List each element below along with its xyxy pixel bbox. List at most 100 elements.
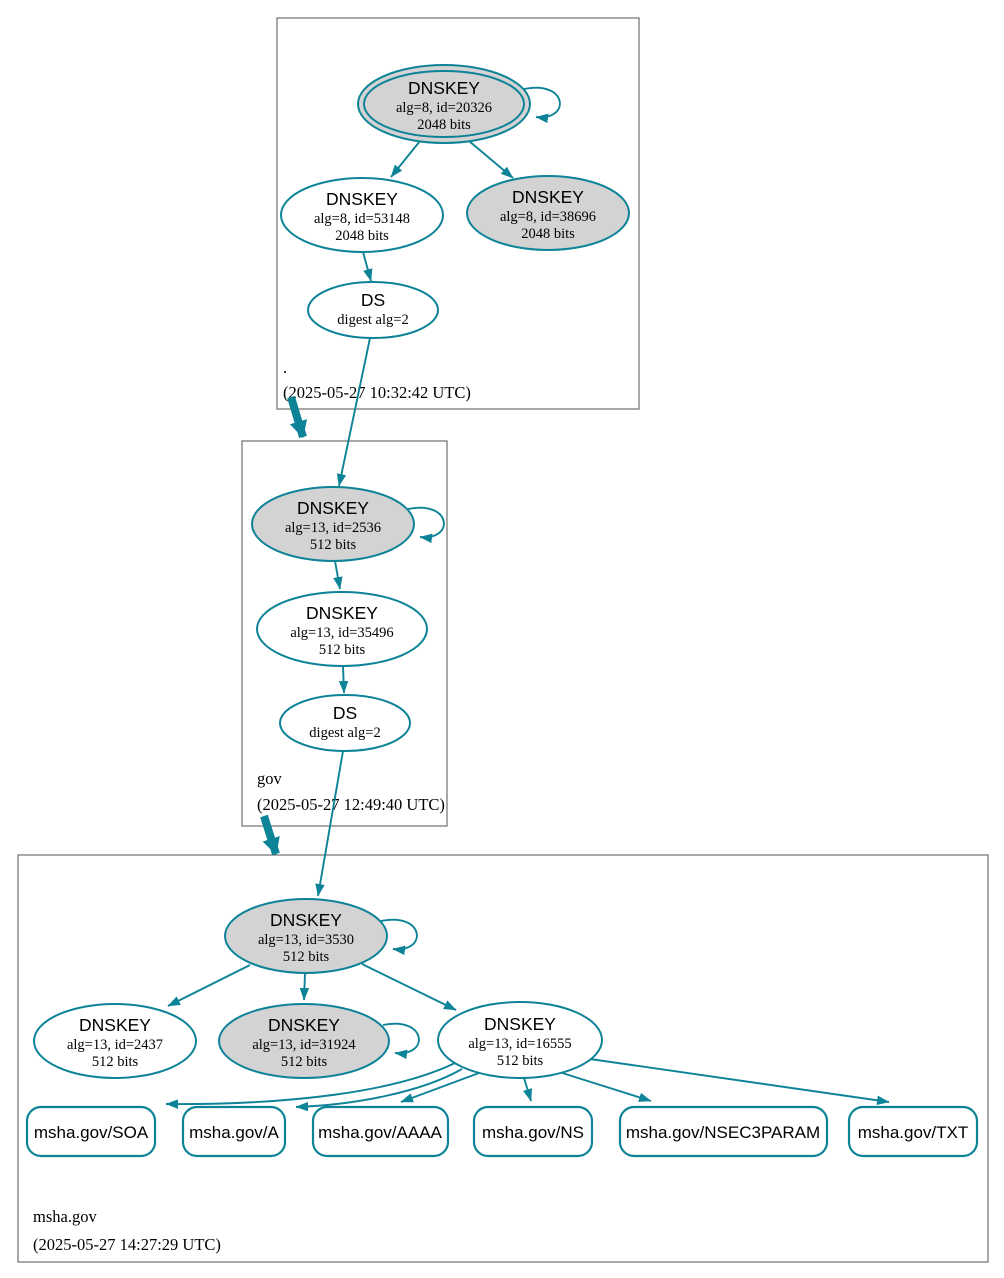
node-gov-zsk: DNSKEY alg=13, id=35496 512 bits <box>256 591 428 667</box>
rrset-a: msha.gov/A <box>181 1105 287 1158</box>
rrset-a-box <box>181 1105 287 1158</box>
rrset-txt-box <box>847 1105 979 1158</box>
node-msha-ksk: DNSKEY alg=13, id=3530 512 bits <box>224 898 388 974</box>
edge-root-zsk-to-root-ds <box>362 251 373 282</box>
gov-zsk-bits: 512 bits <box>319 642 366 658</box>
edge-root-ds-to-gov-ksk <box>336 337 371 487</box>
root-ksk-old-detail: alg=8, id=38696 <box>500 209 596 225</box>
root-zsk-type: DNSKEY <box>326 189 398 209</box>
rrset-soa: msha.gov/SOA <box>25 1105 157 1158</box>
msha-key-2437-type: DNSKEY <box>79 1015 151 1035</box>
self-sign-loop-gov-ksk <box>407 506 445 544</box>
self-sign-loop-key-31924 <box>382 1022 420 1060</box>
gov-zsk-type: DNSKEY <box>306 603 378 623</box>
rrset-soa-label: msha.gov/SOA <box>34 1123 149 1142</box>
delegation-arrow-root-to-gov <box>287 395 308 439</box>
root-zsk-detail: alg=8, id=53148 <box>314 211 410 227</box>
rrset-nodes: msha.gov/SOA msha.gov/A msha.gov/AAAA ms… <box>25 1105 979 1158</box>
zone-timestamp-msha: (2025-05-27 14:27:29 UTC) <box>33 1235 221 1254</box>
zone-box-gov <box>241 440 448 827</box>
delegation-arrow-gov-to-msha <box>260 814 280 856</box>
rrset-txt-label: msha.gov/TXT <box>858 1123 969 1142</box>
root-ksk-detail: alg=8, id=20326 <box>396 100 492 116</box>
edge-gov-ksk-to-gov-zsk <box>333 560 343 590</box>
msha-key-31924-type: DNSKEY <box>268 1015 340 1035</box>
msha-key-31924-ellipse <box>218 1003 390 1079</box>
zone-label-gov: gov <box>257 769 283 788</box>
gov-zsk-detail: alg=13, id=35496 <box>290 625 393 641</box>
gov-ksk-detail: alg=13, id=2536 <box>285 520 381 536</box>
msha-key-31924-detail: alg=13, id=31924 <box>252 1037 356 1053</box>
edge-root-ksk-to-root-ksk-old <box>468 140 514 179</box>
graph-edges <box>165 86 890 1112</box>
msha-ksk-type: DNSKEY <box>270 910 342 930</box>
gov-ds-detail: digest alg=2 <box>309 725 380 741</box>
msha-key-16555-ellipse <box>437 1001 603 1079</box>
node-msha-key-2437: DNSKEY alg=13, id=2437 512 bits <box>33 1003 197 1079</box>
root-zsk-ellipse <box>280 177 444 253</box>
gov-zsk-ellipse <box>256 591 428 667</box>
gov-ds-type: DS <box>333 703 357 723</box>
zone-box-root <box>276 17 640 410</box>
msha-key-16555-detail: alg=13, id=16555 <box>468 1036 571 1052</box>
edge-key-16555-to-aaaa <box>400 1072 480 1103</box>
msha-ksk-detail: alg=13, id=3530 <box>258 932 354 948</box>
msha-ksk-ellipse <box>224 898 388 974</box>
root-ds-ellipse <box>307 281 439 339</box>
msha-key-16555-type: DNSKEY <box>484 1014 556 1034</box>
node-root-ds: DS digest alg=2 <box>307 281 439 339</box>
edge-key-16555-to-nsec3param <box>558 1071 652 1102</box>
node-msha-key-16555: DNSKEY alg=13, id=16555 512 bits <box>437 1001 603 1079</box>
gov-ksk-type: DNSKEY <box>297 498 369 518</box>
node-gov-ksk: DNSKEY alg=13, id=2536 512 bits <box>251 486 415 562</box>
rrset-aaaa-box <box>311 1105 450 1158</box>
edge-gov-zsk-to-gov-ds <box>338 665 349 694</box>
msha-key-31924-bits: 512 bits <box>281 1054 328 1070</box>
edge-root-ksk-to-root-zsk <box>390 140 421 178</box>
msha-key-2437-detail: alg=13, id=2437 <box>67 1037 163 1053</box>
node-root-ksk-old: DNSKEY alg=8, id=38696 2048 bits <box>466 175 630 251</box>
zone-cluster-root: . (2025-05-27 10:32:42 UTC) <box>276 17 640 410</box>
msha-key-16555-bits: 512 bits <box>497 1053 544 1069</box>
node-root-zsk: DNSKEY alg=8, id=53148 2048 bits <box>280 177 444 253</box>
root-ds-detail: digest alg=2 <box>337 312 408 328</box>
edge-msha-ksk-to-key-31924 <box>299 972 310 1001</box>
edge-gov-ds-to-msha-ksk <box>315 750 344 897</box>
edge-key-16555-to-a <box>295 1068 463 1112</box>
msha-key-2437-ellipse <box>33 1003 197 1079</box>
edge-key-16555-to-ns <box>522 1077 533 1102</box>
rrset-aaaa-label: msha.gov/AAAA <box>318 1123 442 1142</box>
zone-box-msha <box>17 854 989 1263</box>
zone-label-root: . <box>283 358 287 377</box>
root-ksk-type: DNSKEY <box>408 78 480 98</box>
edge-key-16555-to-txt <box>589 1058 890 1105</box>
rrset-soa-box <box>25 1105 157 1158</box>
edge-msha-ksk-to-key-2437 <box>167 964 251 1007</box>
edge-key-16555-to-soa <box>165 1062 456 1109</box>
zone-label-msha: msha.gov <box>33 1207 97 1226</box>
gov-ksk-ellipse <box>251 486 415 562</box>
gov-ksk-bits: 512 bits <box>310 537 357 553</box>
root-ksk-old-type: DNSKEY <box>512 187 584 207</box>
zone-timestamp-root: (2025-05-27 10:32:42 UTC) <box>283 383 471 402</box>
self-sign-loop-msha-ksk <box>380 918 418 956</box>
root-ksk-ellipse-outer <box>357 64 531 144</box>
zone-cluster-msha: msha.gov (2025-05-27 14:27:29 UTC) <box>17 854 989 1263</box>
root-ksk-ellipse-inner <box>363 70 525 138</box>
rrset-ns-label: msha.gov/NS <box>482 1123 584 1142</box>
node-msha-key-31924: DNSKEY alg=13, id=31924 512 bits <box>218 1003 390 1079</box>
zone-cluster-gov: gov (2025-05-27 12:49:40 UTC) <box>241 440 448 827</box>
node-root-ksk: DNSKEY alg=8, id=20326 2048 bits <box>357 64 531 144</box>
rrset-nsec3param: msha.gov/NSEC3PARAM <box>618 1105 829 1158</box>
rrset-a-label: msha.gov/A <box>189 1123 279 1142</box>
rrset-aaaa: msha.gov/AAAA <box>311 1105 450 1158</box>
edge-msha-ksk-to-key-16555 <box>361 963 457 1011</box>
msha-key-2437-bits: 512 bits <box>92 1054 139 1070</box>
node-gov-ds: DS digest alg=2 <box>279 694 411 752</box>
msha-ksk-bits: 512 bits <box>283 949 330 965</box>
self-sign-loop-root-ksk <box>523 86 561 124</box>
root-ksk-old-bits: 2048 bits <box>521 226 575 242</box>
gov-ds-ellipse <box>279 694 411 752</box>
